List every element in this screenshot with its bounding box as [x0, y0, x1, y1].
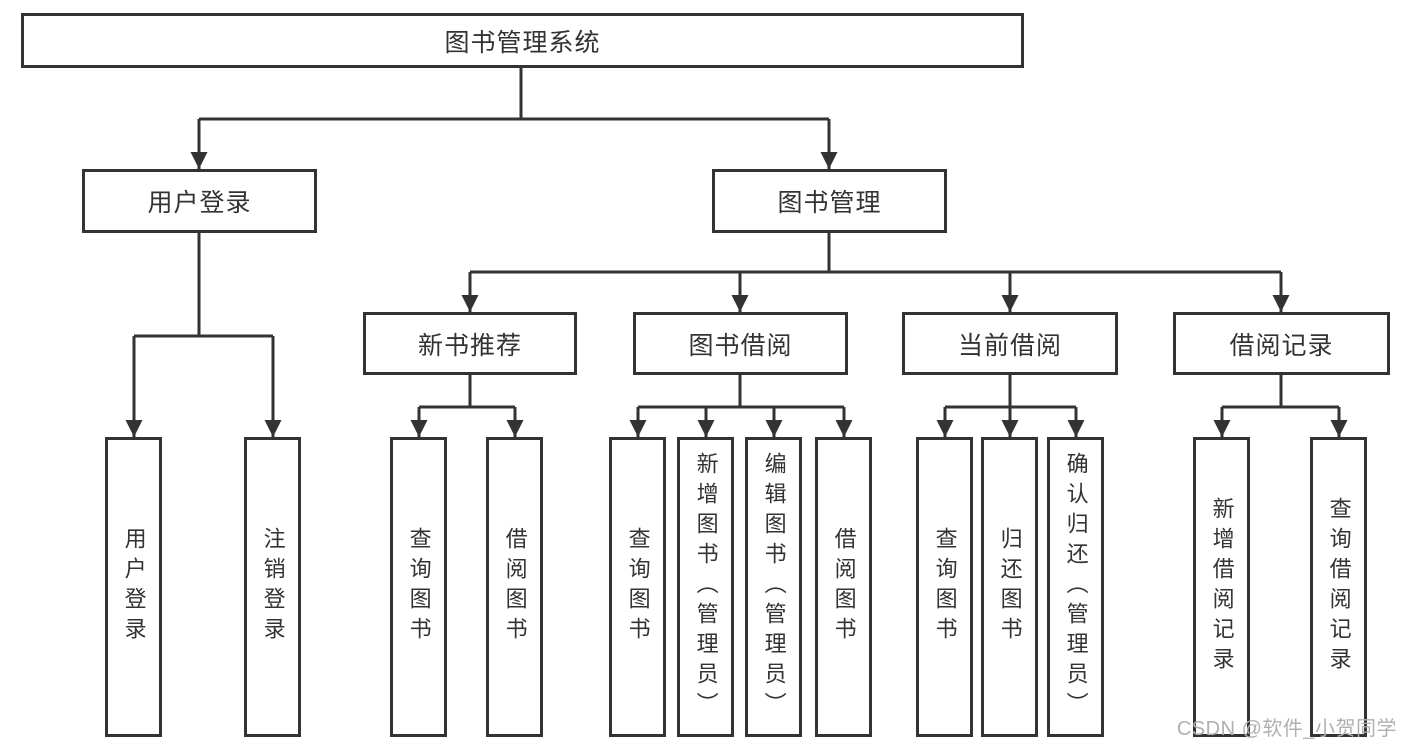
node-user-login: 用户登录 — [82, 169, 317, 233]
node-label: 归还图书 — [997, 527, 1023, 647]
watermark: CSDN @软件_小贺同学 — [1176, 718, 1397, 740]
leaf-confirm-return-admin: 确认归还（管理员） — [1047, 437, 1104, 737]
node-label: 查询图书 — [406, 527, 432, 647]
leaf-user-login: 用户登录 — [105, 437, 162, 737]
connector-root-to-level2 — [190, 68, 838, 169]
node-label: 图书管理 — [777, 189, 882, 217]
node-book-management: 图书管理 — [712, 169, 947, 233]
node-label: 编辑图书（管理员） — [761, 452, 787, 722]
node-label: 用户登录 — [147, 189, 252, 217]
node-label: 当前借阅 — [957, 331, 1062, 360]
connector-book-management-branch — [461, 233, 1290, 312]
leaf-add-borrow-record: 新增借阅记录 — [1193, 437, 1250, 737]
leaf-logout: 注销登录 — [244, 437, 301, 737]
leaf-return-books: 归还图书 — [981, 437, 1038, 737]
connector-user-login-branch — [125, 233, 282, 437]
node-label: 用户登录 — [121, 527, 147, 647]
node-label: 注销登录 — [260, 527, 286, 647]
node-label: 借阅记录 — [1229, 331, 1334, 360]
leaf-edit-books-admin: 编辑图书（管理员） — [745, 437, 802, 737]
node-new-book-recommendation: 新书推荐 — [363, 312, 577, 375]
leaf-borrow-books: 借阅图书 — [815, 437, 872, 737]
node-label: 图书借阅 — [688, 331, 793, 360]
leaf-query-books-borrowing: 查询图书 — [609, 437, 666, 737]
node-label: 新增借阅记录 — [1209, 497, 1235, 677]
leaf-query-books-recommend: 查询图书 — [390, 437, 447, 737]
leaf-query-books-current: 查询图书 — [916, 437, 973, 737]
node-label: 图书管理系统 — [444, 28, 601, 57]
leaf-add-books-admin: 新增图书（管理员） — [677, 437, 734, 737]
leaf-borrow-books-recommend: 借阅图书 — [486, 437, 543, 737]
connector-current-borrowing-branch — [936, 375, 1085, 437]
node-label: 查询图书 — [625, 527, 651, 647]
node-label: 借阅图书 — [502, 527, 528, 647]
node-label: 查询借阅记录 — [1326, 497, 1352, 677]
node-label: 借阅图书 — [831, 527, 857, 647]
connector-book-borrowing-branch — [629, 375, 853, 437]
node-label: 新增图书（管理员） — [693, 452, 719, 722]
connector-borrowing-records-branch — [1213, 375, 1348, 437]
connector-new-book-recommendation-branch — [410, 375, 524, 437]
node-borrowing-records: 借阅记录 — [1173, 312, 1390, 375]
leaf-query-borrow-record: 查询借阅记录 — [1310, 437, 1367, 737]
node-library-management-system: 图书管理系统 — [21, 13, 1024, 68]
node-label: 查询图书 — [932, 527, 958, 647]
node-current-borrowing: 当前借阅 — [902, 312, 1118, 375]
node-label: 新书推荐 — [417, 331, 522, 360]
node-label: 确认归还（管理员） — [1063, 452, 1089, 722]
node-book-borrowing: 图书借阅 — [633, 312, 848, 375]
